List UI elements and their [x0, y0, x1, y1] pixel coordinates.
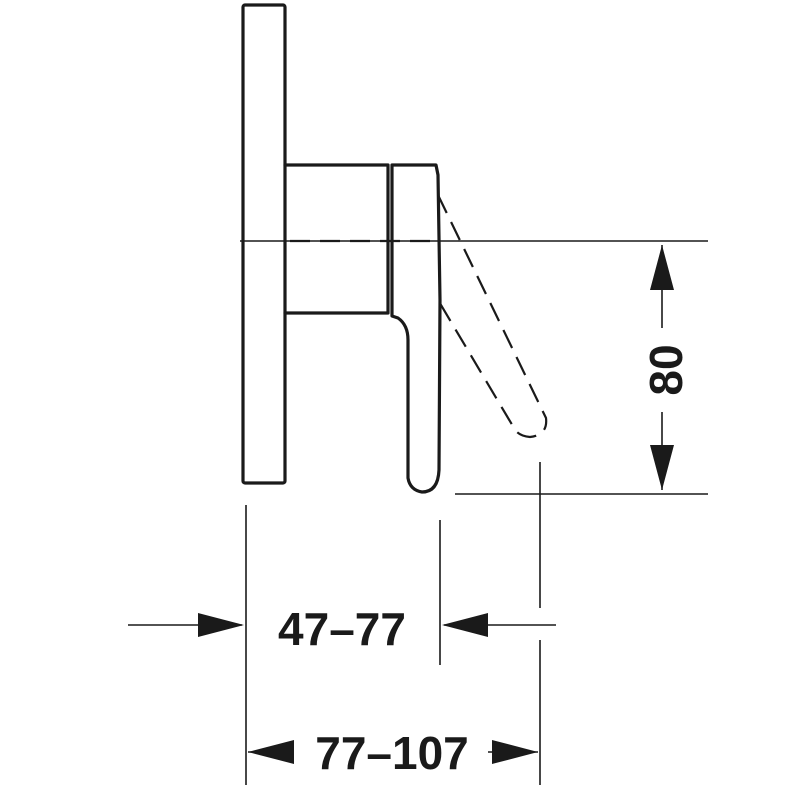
extension-lines	[245, 462, 541, 785]
arrow-right-icon	[492, 740, 538, 764]
depth-dimension: 47–77	[128, 603, 556, 655]
depth-dimension-label: 47–77	[278, 603, 406, 655]
wall-plate	[241, 3, 287, 485]
height-dimension: 80	[636, 245, 692, 490]
height-dimension-label: 80	[640, 344, 692, 395]
lever-handle	[390, 163, 442, 494]
arrow-down-icon	[650, 445, 674, 490]
lever-handle-rotated	[437, 194, 548, 439]
total-dimension: 77–107	[248, 727, 538, 779]
arrow-up-icon	[650, 245, 674, 290]
arrow-left-icon	[442, 613, 488, 637]
total-dimension-label: 77–107	[315, 727, 469, 779]
arrow-right-icon	[198, 613, 244, 637]
arrow-left-icon	[248, 740, 294, 764]
valve-body	[283, 163, 390, 315]
